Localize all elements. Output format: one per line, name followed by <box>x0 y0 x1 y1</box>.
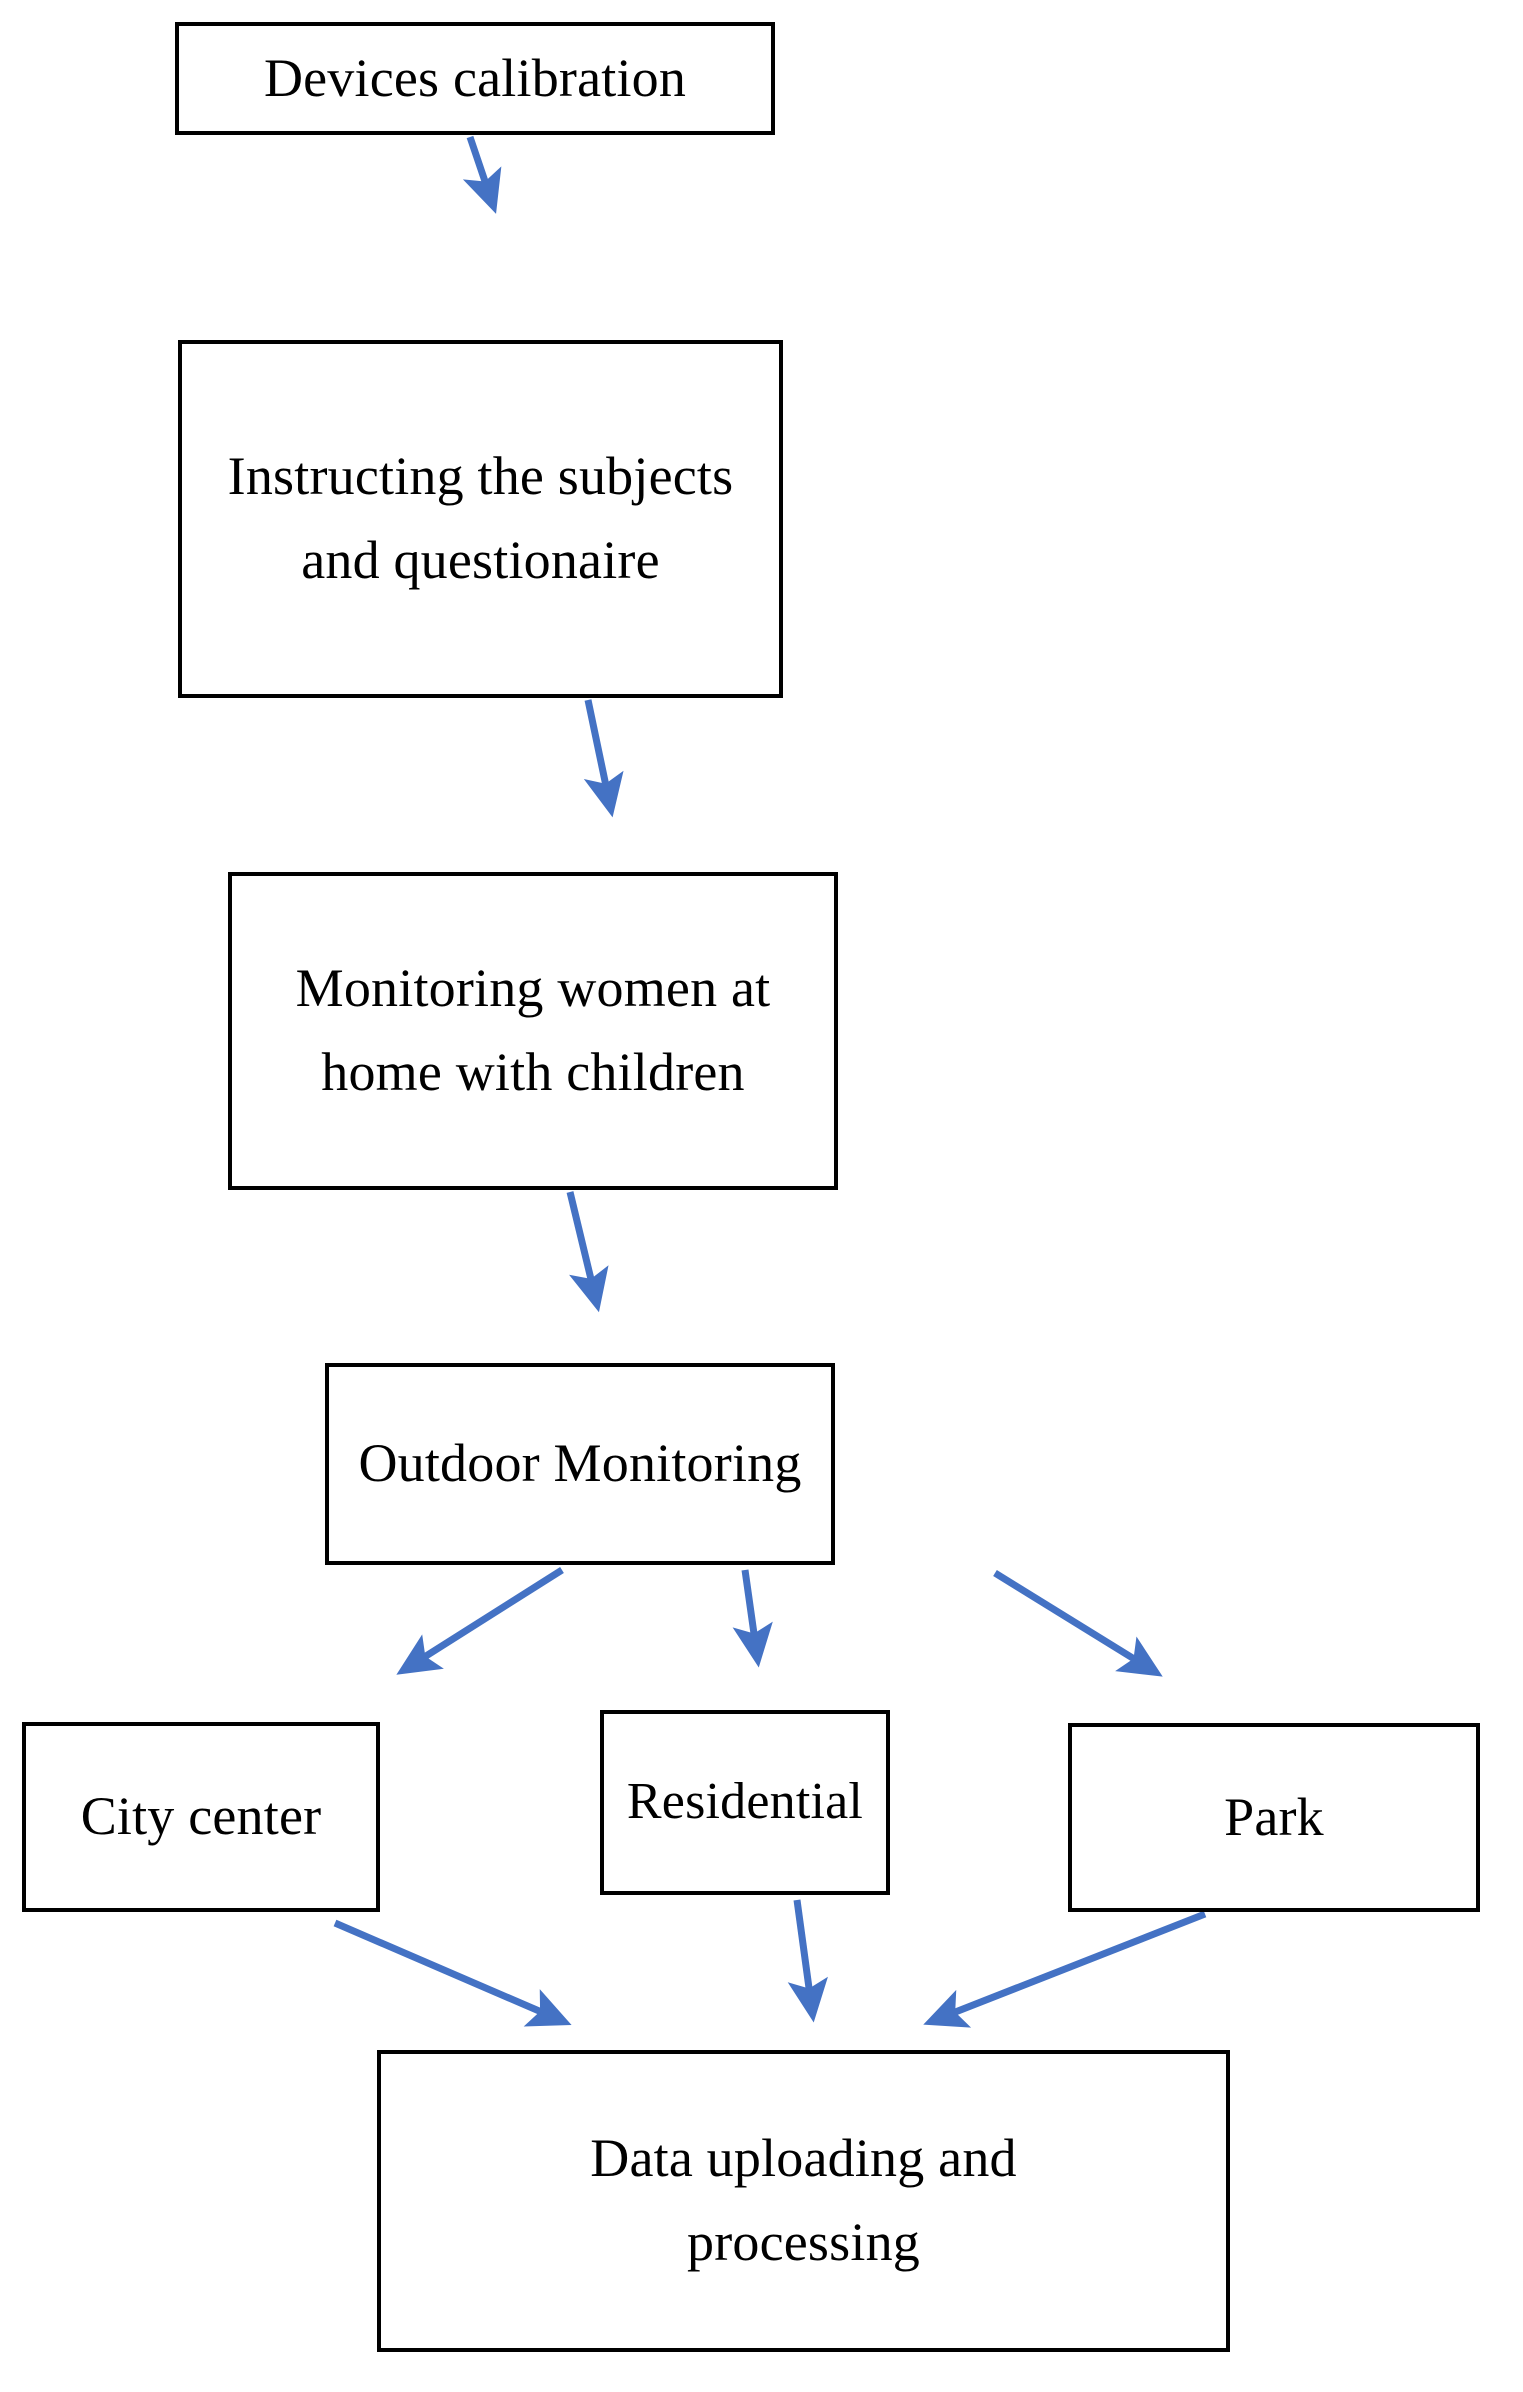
edge-outdoor-to-residential <box>732 1569 773 1668</box>
node-devices-calibration[interactable]: Devices calibration <box>175 22 775 135</box>
node-label-line2: home with children <box>321 1042 745 1102</box>
node-label-line2: processing <box>687 2212 920 2272</box>
node-monitoring-home[interactable]: Monitoring women at home with children <box>228 872 838 1190</box>
node-instructing-subjects[interactable]: Instructing the subjects and questionair… <box>178 340 783 698</box>
edge-park-to-data-uploading <box>923 1910 1207 2028</box>
edge-city-center-to-data-uploading <box>333 1919 572 2027</box>
node-label-line1: Devices calibration <box>263 47 687 108</box>
edge-outdoor-to-city-center <box>396 1567 564 1675</box>
node-label-line2: and questionaire <box>301 530 660 590</box>
edge-residential-to-data-uploading <box>787 1899 828 2023</box>
edge-calibration-to-instructing <box>462 135 502 214</box>
node-label-line1: Instructing the subjects <box>227 446 734 507</box>
node-label-line1: Park <box>1224 1786 1324 1847</box>
edge-outdoor-to-park <box>993 1570 1163 1677</box>
node-city-center[interactable]: City center <box>22 1722 380 1912</box>
node-label-line1: Monitoring women at <box>295 958 771 1019</box>
node-label-line1: Outdoor Monitoring <box>358 1433 802 1494</box>
node-outdoor-monitoring[interactable]: Outdoor Monitoring <box>325 1363 835 1565</box>
node-data-uploading[interactable]: Data uploading and processing <box>377 2050 1230 2352</box>
node-label-line1: City center <box>80 1786 322 1847</box>
edge-monitoring-home-to-outdoor <box>566 1191 609 1313</box>
node-residential[interactable]: Residential <box>600 1710 890 1895</box>
node-park[interactable]: Park <box>1068 1723 1480 1912</box>
edge-instructing-to-monitoring-home <box>583 699 624 818</box>
node-label-line1: Data uploading and <box>590 2128 1017 2189</box>
node-label-line1: Residential <box>626 1773 864 1831</box>
